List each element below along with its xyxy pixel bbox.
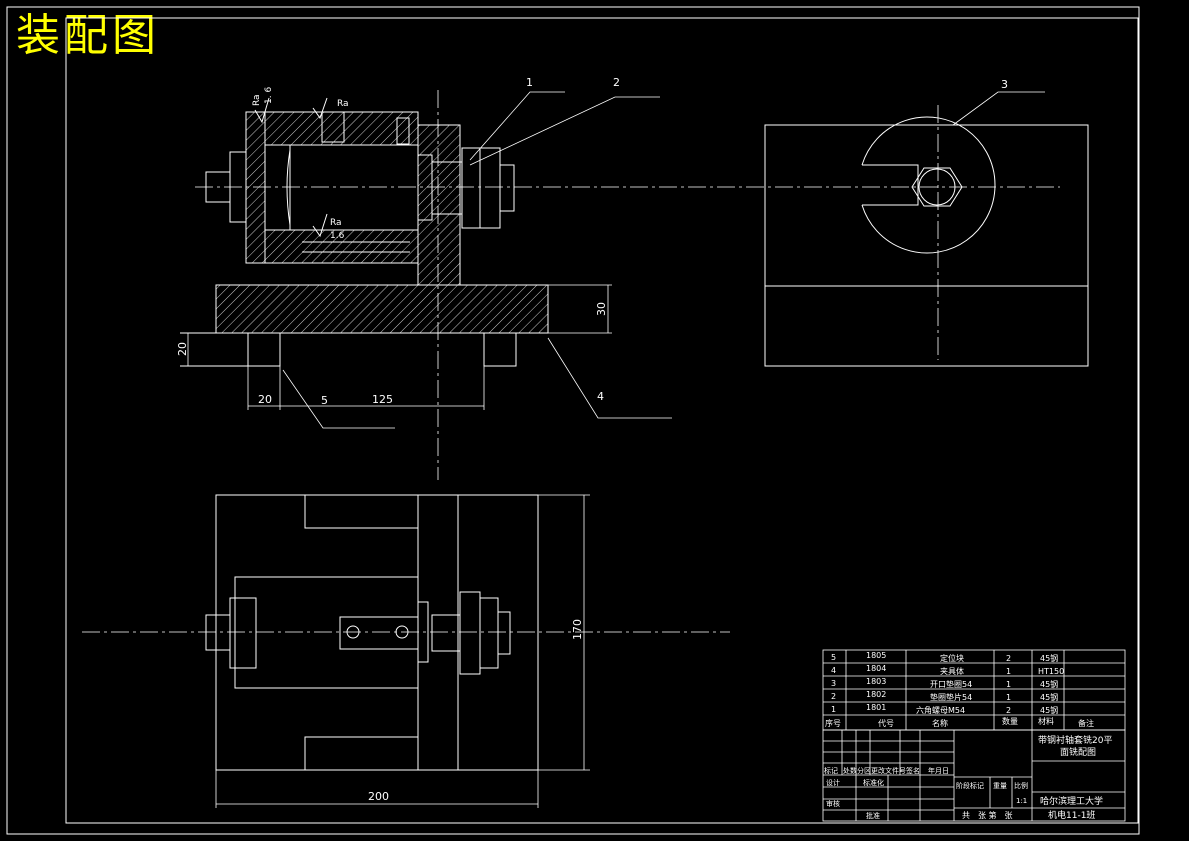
center-lines bbox=[82, 90, 1060, 633]
bom-rows: 5 1805 定位块 2 45钢 4 1804 夹具体 1 HT150 3 18… bbox=[825, 651, 1094, 728]
bom-row-5-code: 1805 bbox=[866, 651, 886, 660]
tb-scale-label: 比例 bbox=[1014, 781, 1028, 790]
bom-row-1-no: 1 bbox=[831, 705, 836, 714]
tb-class: 机电11-1班 bbox=[1048, 809, 1095, 821]
dim-20-left: 20 bbox=[176, 342, 189, 356]
bom-row-2-mat: 45钢 bbox=[1040, 692, 1058, 702]
roughness-val-1: 1. 6 bbox=[264, 87, 274, 104]
bom-row-3-qty: 1 bbox=[1006, 680, 1011, 689]
front-section-view bbox=[180, 97, 549, 367]
bom-row-3-code: 1803 bbox=[866, 677, 886, 686]
tb-review: 审核 bbox=[826, 799, 840, 808]
bom-row-4-name: 夹具体 bbox=[940, 666, 964, 676]
dim-170: 170 bbox=[571, 619, 584, 640]
bom-row-5-qty: 2 bbox=[1006, 654, 1011, 663]
dim-20-bottom: 20 bbox=[258, 393, 272, 406]
bom-row-4-code: 1804 bbox=[866, 664, 886, 673]
tb-change-count: 处数 bbox=[843, 766, 857, 775]
tb-drawing-name-1: 带钢衬轴套铣20平 bbox=[1038, 734, 1112, 746]
roughness-val-3: 1.6 bbox=[330, 231, 345, 241]
tb-change-date: 年月日 bbox=[928, 766, 949, 775]
drawing-title: 装配图 bbox=[16, 10, 160, 61]
bom-header-note: 备注 bbox=[1078, 718, 1094, 728]
bom-header-name: 名称 bbox=[932, 718, 948, 728]
balloon-4: 4 bbox=[597, 390, 604, 403]
title-block bbox=[822, 729, 1126, 822]
roughness-ra-1: Ra bbox=[252, 94, 262, 106]
bom-row-2-no: 2 bbox=[831, 692, 836, 701]
bom-row-3-no: 3 bbox=[831, 679, 836, 688]
tb-weight-label: 重量 bbox=[993, 782, 1007, 790]
bom-row-4-mat: HT150 bbox=[1038, 667, 1064, 676]
tb-scale: 1:1 bbox=[1016, 797, 1027, 805]
bom-header-code: 代号 bbox=[878, 718, 894, 728]
bom-row-1-mat: 45钢 bbox=[1040, 705, 1058, 715]
bom-row-4-no: 4 bbox=[831, 666, 836, 675]
bom-row-2-qty: 1 bbox=[1006, 693, 1011, 702]
bom-row-1-code: 1801 bbox=[866, 703, 886, 712]
bom-header-no: 序号 bbox=[825, 718, 841, 728]
balloon-1: 1 bbox=[526, 76, 533, 89]
dim-200: 200 bbox=[368, 790, 389, 803]
balloon-5: 5 bbox=[321, 394, 328, 407]
inner-border bbox=[65, 17, 1139, 824]
leader-lines bbox=[282, 91, 1045, 429]
dim-125: 125 bbox=[372, 393, 393, 406]
bom-row-3-name: 开口垫圈54 bbox=[930, 679, 972, 689]
bom-row-2-code: 1802 bbox=[866, 690, 886, 699]
bom-header-qty: 数量 bbox=[1002, 716, 1018, 726]
tb-approve: 批准 bbox=[866, 811, 880, 820]
bom-row-4-qty: 1 bbox=[1006, 667, 1011, 676]
tb-change-zone: 分区 bbox=[857, 766, 871, 775]
bom-row-5-no: 5 bbox=[831, 653, 836, 662]
dim-30: 30 bbox=[595, 302, 608, 316]
tb-change-doc: 更改文件号 bbox=[871, 766, 906, 775]
tb-change-sign: 签名 bbox=[906, 766, 920, 775]
tb-sheets: 共 张 第 张 bbox=[962, 810, 1013, 820]
bom-row-5-mat: 45钢 bbox=[1040, 653, 1058, 663]
tb-change-mark: 标记 bbox=[824, 766, 838, 775]
top-view bbox=[205, 494, 539, 771]
balloon-3: 3 bbox=[1001, 78, 1008, 91]
roughness-ra-2: Ra bbox=[337, 99, 349, 109]
tb-school: 哈尔滨理工大学 bbox=[1040, 795, 1103, 807]
balloon-2: 2 bbox=[613, 76, 620, 89]
dimension-lines bbox=[187, 284, 612, 808]
bom-header-material: 材料 bbox=[1038, 716, 1054, 726]
outer-border bbox=[6, 6, 1140, 835]
bom-row-5-name: 定位块 bbox=[940, 653, 964, 663]
bom-table bbox=[822, 649, 1126, 731]
tb-stage-label: 阶段标记 bbox=[956, 781, 984, 790]
bom-row-1-name: 六角螺母M54 bbox=[916, 705, 965, 715]
tb-drawing-name-2: 面铣配图 bbox=[1060, 746, 1096, 758]
bom-row-3-mat: 45钢 bbox=[1040, 679, 1058, 689]
bom-row-1-qty: 2 bbox=[1006, 706, 1011, 715]
tb-design: 设计 bbox=[826, 778, 840, 787]
side-view bbox=[764, 116, 1089, 367]
roughness-ra-3: Ra bbox=[330, 218, 342, 228]
bom-row-2-name: 垫圈垫片54 bbox=[930, 692, 972, 702]
title-block-text: 带钢衬轴套铣20平 面铣配图 标记 处数 分区 更改文件号 签名 年月日 设计 … bbox=[824, 734, 1112, 821]
tb-standardize: 标准化 bbox=[863, 778, 884, 787]
